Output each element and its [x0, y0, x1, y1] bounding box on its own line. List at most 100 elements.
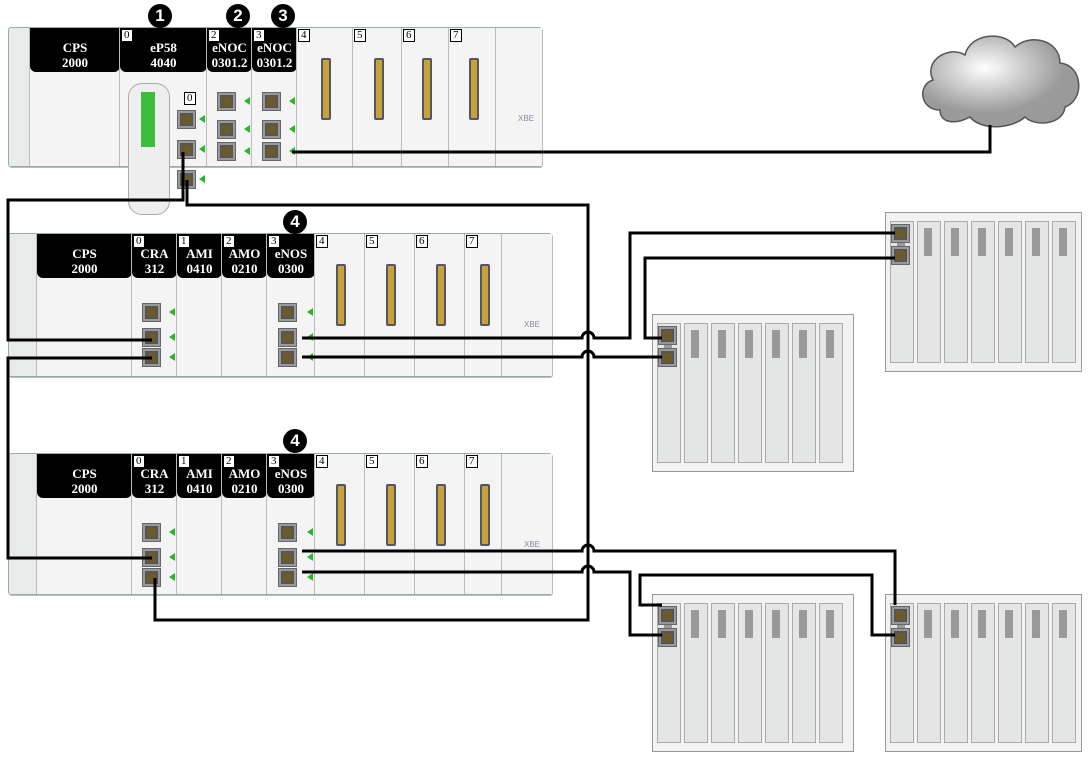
ethernet-port-2[interactable] [216, 120, 236, 139]
module-slot-7[interactable]: 7 [464, 234, 502, 376]
island-io-module [1052, 603, 1076, 743]
island-io-module [998, 221, 1022, 363]
module-ref: 0301.2 [211, 55, 248, 70]
island-network-module [657, 323, 681, 463]
ethernet-port-1[interactable] [177, 110, 196, 129]
module-slot-6[interactable]: 6 [414, 454, 465, 594]
island-ethernet-port[interactable] [658, 326, 677, 345]
island-ethernet-port[interactable] [891, 628, 910, 647]
module-ref: 0210 [231, 481, 258, 496]
slot-number: 4 [316, 455, 328, 468]
ethernet-port-1[interactable] [261, 92, 281, 111]
ethernet-port-3[interactable] [141, 568, 161, 587]
extender-label: XBE [524, 540, 541, 549]
module-slot-4[interactable]: 4 [314, 234, 365, 376]
module-slot-7[interactable]: 7 [464, 454, 502, 594]
module-name: AMO [228, 466, 261, 481]
island-ethernet-port[interactable] [891, 606, 910, 625]
module-slot-6[interactable]: 6 [414, 234, 465, 376]
link-arrow-icon [307, 553, 313, 561]
slot-number: 5 [366, 235, 378, 248]
link-arrow-icon [307, 353, 313, 361]
island-io-module [738, 603, 762, 743]
module-name: AMI [186, 246, 213, 261]
module-slot-6[interactable]: 6 [401, 28, 449, 166]
ethernet-port-3[interactable] [278, 348, 297, 367]
island-io-module [1052, 221, 1076, 363]
slot-number: 1 [178, 235, 190, 248]
ethernet-port-2[interactable] [141, 548, 161, 567]
ethernet-port-1[interactable] [216, 92, 236, 111]
island-network-module [890, 603, 914, 743]
ethernet-port-2[interactable] [261, 120, 281, 139]
ethernet-port-2[interactable] [177, 140, 196, 159]
island-io-module [944, 221, 968, 363]
ethernet-port-1[interactable] [141, 303, 161, 322]
island-ethernet-port[interactable] [658, 606, 677, 625]
link-arrow-icon [307, 528, 313, 536]
callout-4-drop2: 4 [283, 429, 307, 453]
island-ethernet-port[interactable] [658, 348, 677, 367]
ethernet-port-2[interactable] [278, 548, 297, 567]
ethernet-port-1[interactable] [278, 303, 297, 322]
io-connector [386, 264, 396, 326]
link-arrow-icon [289, 147, 295, 155]
sd-card-slot [128, 83, 170, 215]
module-slot-5[interactable]: 5 [364, 234, 415, 376]
io-connector [336, 264, 346, 326]
island-ethernet-port[interactable] [658, 628, 677, 647]
link-arrow-icon [199, 145, 205, 153]
remote-io-island-2 [652, 314, 854, 472]
module-slot-4[interactable]: 4 [296, 28, 353, 166]
io-connector [421, 58, 432, 120]
island-io-module [819, 603, 843, 743]
module-name: CRA [140, 246, 169, 261]
island-ethernet-port[interactable] [891, 224, 910, 243]
module-name: CPS [72, 466, 97, 481]
island-io-module [711, 323, 735, 463]
island-io-module [971, 603, 995, 743]
link-arrow-icon [199, 115, 205, 123]
link-arrow-icon [307, 308, 313, 316]
module-ref: 0210 [231, 261, 258, 276]
ethernet-port-2[interactable] [278, 328, 297, 347]
io-connector [373, 58, 384, 120]
link-arrow-icon [169, 573, 175, 581]
ethernet-port-3[interactable] [141, 348, 161, 367]
ethernet-port-3[interactable] [216, 142, 236, 161]
module-ref: 2000 [71, 261, 98, 276]
module-slot-5[interactable]: 5 [364, 454, 415, 594]
module-slot-5[interactable]: 5 [352, 28, 402, 166]
ethernet-port-3[interactable] [278, 568, 297, 587]
ethernet-port-3[interactable] [261, 142, 281, 161]
module-name: eNOS [274, 466, 308, 481]
slot-number: 2 [223, 455, 235, 468]
island-io-module [765, 323, 789, 463]
link-arrow-icon [199, 175, 205, 183]
module-slot-7[interactable]: 7 [448, 28, 496, 166]
ethernet-port-1[interactable] [141, 523, 161, 542]
island-ethernet-port[interactable] [891, 246, 910, 265]
module-slot-4[interactable]: 4 [314, 454, 365, 594]
ethernet-port-3[interactable] [177, 170, 196, 189]
ethernet-port-2[interactable] [141, 328, 161, 347]
module-name: eNOS [274, 246, 308, 261]
ethernet-port-1[interactable] [278, 523, 297, 542]
link-arrow-icon [244, 125, 250, 133]
